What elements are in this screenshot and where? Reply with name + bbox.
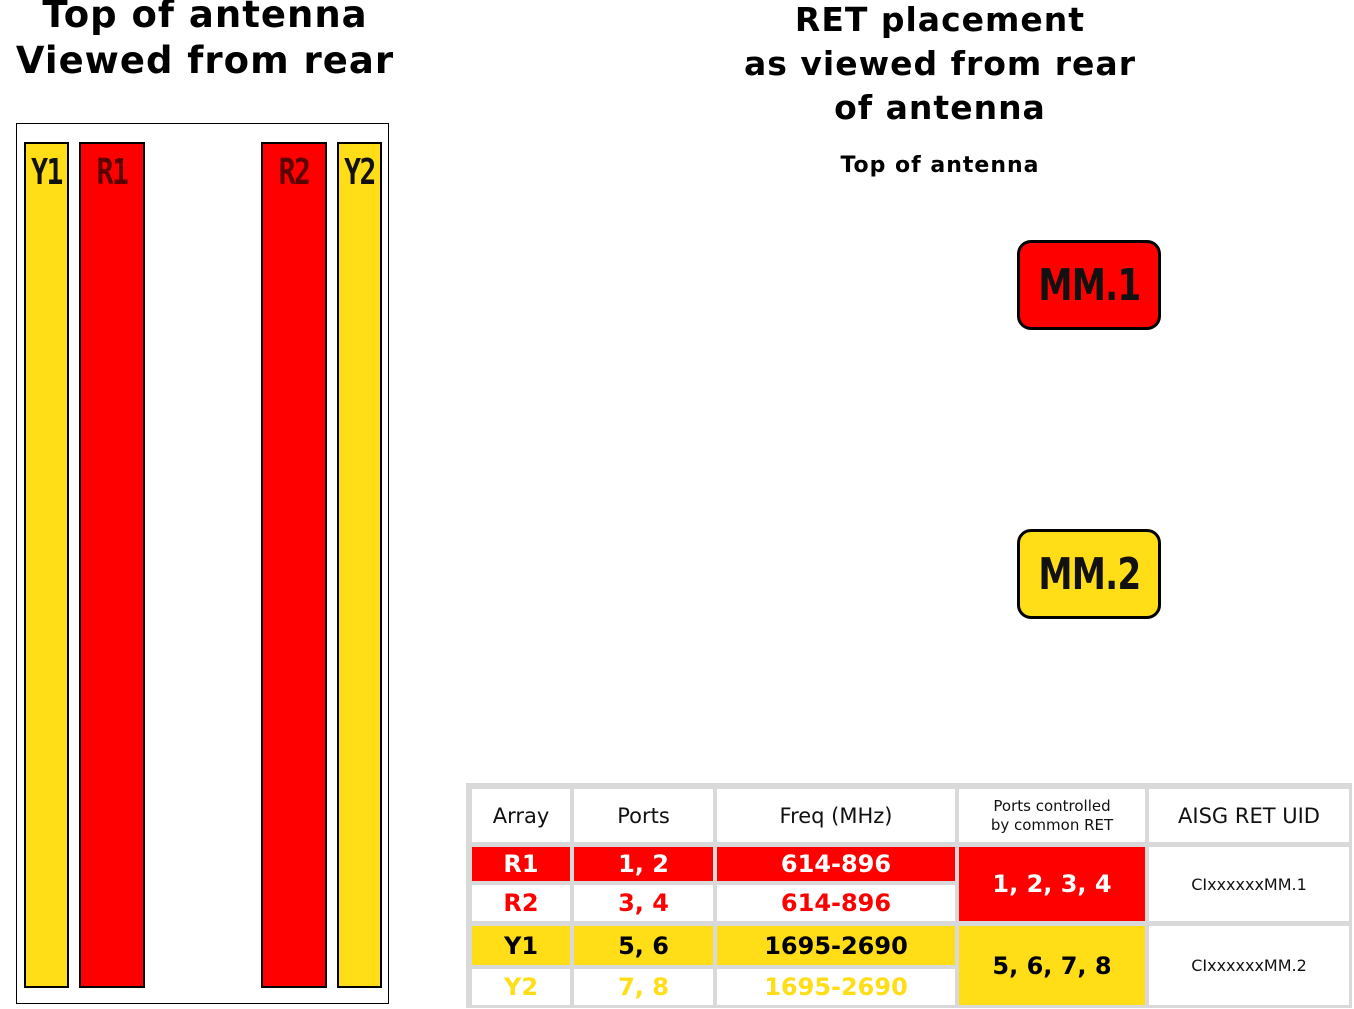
ret-box-mm2: MM.2: [1017, 529, 1161, 619]
header-array: Array: [472, 789, 570, 842]
group1-uid: CIxxxxxxMM.1: [1149, 847, 1349, 921]
row-r2-array: R2: [472, 885, 570, 921]
array-column-y2: Y2: [337, 142, 382, 988]
row-y2-ports: 7, 8: [574, 969, 713, 1005]
group2-common-ports: 5, 6, 7, 8: [959, 926, 1145, 1005]
header-common-ret: Ports controlled by common RET: [959, 789, 1145, 842]
left-title-line1: Top of antenna: [42, 0, 368, 36]
right-title-line3: of antenna: [834, 88, 1046, 127]
ret-label-mm2: MM.2: [1037, 548, 1141, 600]
right-title-line1: RET placement: [794, 0, 1086, 39]
row-r1-freq: 614-896: [717, 847, 955, 881]
row-y1-freq: 1695-2690: [717, 926, 955, 965]
top-of-antenna-label: Top of antenna: [840, 153, 1040, 178]
antenna-outline: [16, 123, 389, 1004]
row-y1-array: Y1: [472, 926, 570, 965]
array-column-r2: R2: [261, 142, 327, 988]
row-r1-array: R1: [472, 847, 570, 881]
array-label-y2: Y2: [344, 152, 376, 193]
row-r2-ports: 3, 4: [574, 885, 713, 921]
ret-box-mm1: MM.1: [1017, 240, 1161, 330]
row-y1-ports: 5, 6: [574, 926, 713, 965]
header-ports: Ports: [574, 789, 713, 842]
group2-uid: CIxxxxxxMM.2: [1149, 926, 1349, 1005]
right-title-line2: as viewed from rear: [744, 44, 1136, 83]
array-column-y1: Y1: [24, 142, 69, 988]
header-common-ret-line1: Ports controlled: [993, 796, 1111, 815]
header-freq: Freq (MHz): [717, 789, 955, 842]
row-r1-ports: 1, 2: [574, 847, 713, 881]
left-title: Top of antenna Viewed from rear: [0, 0, 410, 84]
port-table: Array Ports Freq (MHz) Ports controlled …: [466, 783, 1352, 1008]
ret-label-mm1: MM.1: [1037, 259, 1141, 311]
array-label-r2: R2: [278, 152, 311, 193]
array-label-r1: R1: [96, 152, 129, 193]
group1-common-ports: 1, 2, 3, 4: [959, 847, 1145, 921]
row-y2-freq: 1695-2690: [717, 969, 955, 1005]
left-title-line2: Viewed from rear: [15, 39, 395, 82]
header-uid: AISG RET UID: [1149, 789, 1349, 842]
right-title: RET placement as viewed from rear of ant…: [700, 0, 1180, 130]
row-y2-array: Y2: [472, 969, 570, 1005]
row-r2-freq: 614-896: [717, 885, 955, 921]
array-label-y1: Y1: [31, 152, 63, 193]
header-common-ret-line2: by common RET: [990, 815, 1114, 834]
array-column-r1: R1: [79, 142, 145, 988]
